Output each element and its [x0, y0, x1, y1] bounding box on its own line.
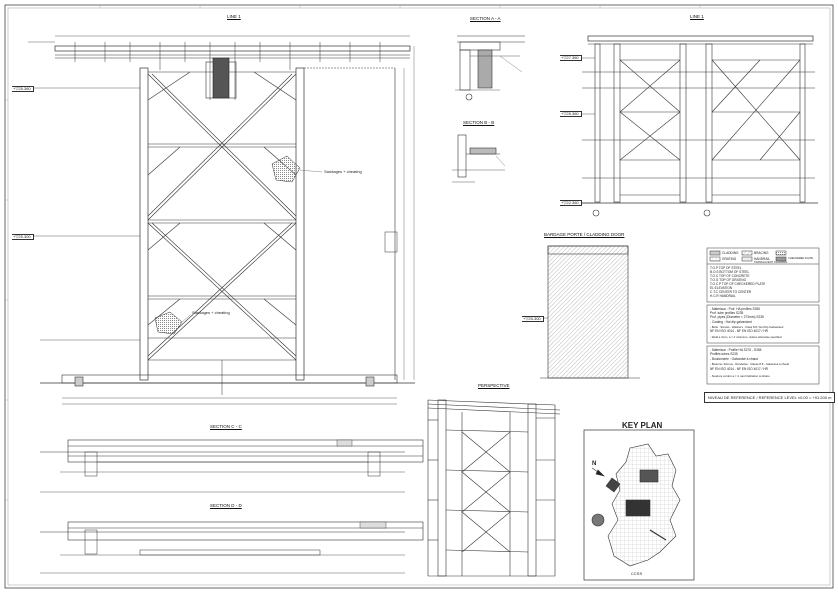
section-dd	[40, 521, 424, 574]
note-line: - Weld a 4mm, a = 4 minimum, unless othe…	[710, 335, 782, 339]
level-right-bot: +▽22.360	[560, 200, 582, 206]
tag-gusset-upper: Sandages + cheating	[324, 169, 362, 174]
note-line: - Boulons / Ecrous - Rondelles : Classe …	[710, 362, 789, 366]
note-line: Profilés tubes S235	[710, 352, 738, 356]
level-left-top: +▽25.360	[12, 86, 34, 92]
level-door: +▽25.300	[522, 316, 544, 322]
title-perspective: PERSPECTIVE	[478, 383, 510, 388]
legend-item: HANDRAIL	[754, 257, 771, 261]
note-line: - Boulonnerie : Galvanisé à chaud	[710, 357, 759, 361]
title-line1-left: LINE 1	[227, 14, 241, 19]
section-aa	[455, 35, 525, 101]
note-line: Prof. tube profiles S235	[710, 311, 744, 315]
note-line: NF EN ISO 4014 - NF EN ISO 4017 / HR	[710, 367, 768, 371]
key-plan-north: N	[592, 461, 597, 467]
key-plan	[583, 429, 695, 581]
title-section-dd: SECTION D - D	[210, 503, 242, 508]
main-elevation	[28, 35, 415, 405]
level-right-top: +▽27.360	[560, 55, 582, 61]
legend-item: TRANSLUCENT CLADDING	[754, 261, 788, 264]
section-cc	[40, 439, 424, 493]
note-line: - Coating : Hot dip galvanized	[710, 320, 752, 324]
note-line: - Bolts : Screws - Washers : Class 8.8 /…	[710, 325, 784, 329]
legend-item: CLADDING	[722, 251, 739, 255]
title-section-bb: SECTION B - B	[463, 120, 495, 125]
abbreviation: T.O.G TOP OF GRATING	[710, 278, 747, 282]
reference-level: NIVEAU DE REFERENCE / REFERENCE LEVEL ±0…	[704, 392, 836, 403]
title-key-plan: KEY PLAN	[622, 421, 663, 430]
right-elevation	[560, 35, 818, 217]
legend-graphics	[706, 247, 820, 385]
tag-gusset-lower: Sandages + cheating	[192, 310, 230, 315]
abbreviation: T.O.C.P TOP OF CHECKERED PLATE	[710, 282, 766, 286]
key-plan-caption: CCSS	[631, 571, 643, 576]
title-cladding-door: BARDAGE PORTE / CLADDING DOOR	[544, 232, 625, 237]
title-section-cc: SECTION C - C	[210, 424, 242, 429]
title-line1-right: LINE 1	[690, 14, 704, 19]
note-line: Prof. pipes (Diameter < 273mm) S235	[710, 315, 764, 319]
note-line: - Materiaux : Prof. HA profiles S355	[710, 307, 760, 311]
abbreviation: T.O.C TOP OF CONCRETE	[710, 274, 750, 278]
legend-item: CHECKERED PLATE	[788, 257, 814, 260]
cladding-door	[540, 245, 640, 379]
level-left-mid: +▽25.300	[12, 234, 34, 240]
abbreviation: EL ELEVATION	[710, 286, 733, 290]
abbreviation: B.O.S BOTTOM OF STEEL	[710, 270, 750, 274]
perspective-view	[427, 399, 561, 577]
abbreviation: T.O.P TOP OF STEEL	[710, 266, 742, 270]
note-line: - Materiaux : Profile HA S275 - S355	[710, 348, 762, 352]
title-section-aa: SECTION A - A	[470, 16, 501, 21]
legend-item: BRACING	[754, 251, 769, 255]
section-bb	[452, 134, 506, 183]
level-right-mid: +▽25.360	[560, 111, 582, 117]
note-line: NF EN ISO 4014 - NF EN ISO 4017 / HR	[710, 329, 768, 333]
abbreviation: H.C.R HANDRAIL	[710, 294, 736, 298]
abbreviation: C.T.C CENTER TO CENTER	[710, 290, 752, 294]
note-line: - Soudure cordon a = 4, sauf indication …	[710, 374, 770, 378]
legend-item: GRATING	[722, 257, 737, 261]
